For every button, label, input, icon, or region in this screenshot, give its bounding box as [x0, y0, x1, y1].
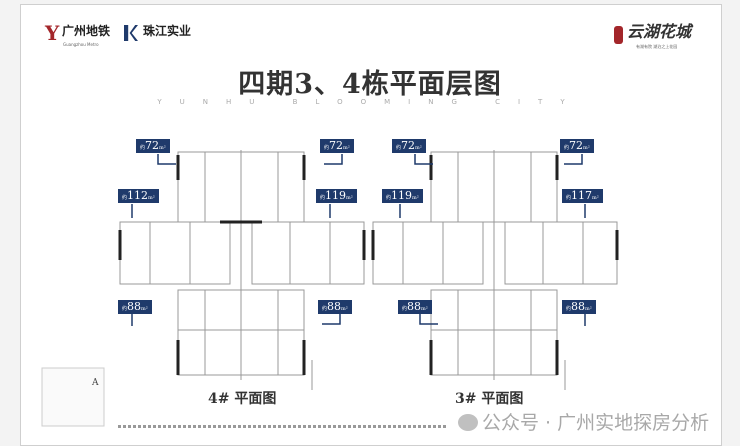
page-subtitle: YUNHU BLOOMING CITY	[157, 98, 583, 106]
unit-area-tag: 约88m²	[118, 300, 152, 314]
unit-area-tag: 约72m²	[136, 139, 170, 153]
site-map-thumbnail	[41, 367, 105, 427]
guangzhou-metro-logo-sub: Guangzhou Metro	[63, 42, 99, 47]
unit-area-tag: 约119m²	[316, 189, 357, 203]
north-arrow-icon: A	[91, 378, 99, 388]
zhujiang-logo-text: 珠江实业	[143, 24, 192, 38]
unit-area-tag: 约119m²	[382, 189, 423, 203]
building-3-caption: 3# 平面图	[455, 391, 524, 407]
unit-area-tag: 约88m²	[562, 300, 596, 314]
guangzhou-metro-logo-text: 广州地铁	[62, 24, 111, 38]
unit-area-tag: 约88m²	[318, 300, 352, 314]
watermark-text: 公众号 · 广州实地探房分析	[482, 412, 710, 434]
zhujiang-logo-icon	[124, 25, 138, 41]
yunhu-logo-sub: 有湖有院 湖泊之上花园	[636, 44, 678, 49]
building-4-caption: 4# 平面图	[208, 391, 277, 407]
unit-area-tag: 约117m²	[562, 189, 603, 203]
unit-area-tag: 约112m²	[118, 189, 159, 203]
unit-area-tag: 约88m²	[398, 300, 432, 314]
unit-area-tag: 约72m²	[320, 139, 354, 153]
wechat-icon	[458, 414, 478, 431]
seal-icon	[614, 26, 623, 44]
page-title: 四期3、4栋平面层图	[238, 69, 502, 100]
disclaimer-text	[118, 425, 448, 428]
yunhu-logo-text: 云湖花城	[627, 22, 692, 41]
floor-plan-sheet	[20, 4, 722, 446]
unit-area-tag: 约72m²	[560, 139, 594, 153]
unit-area-tag: 约72m²	[392, 139, 426, 153]
